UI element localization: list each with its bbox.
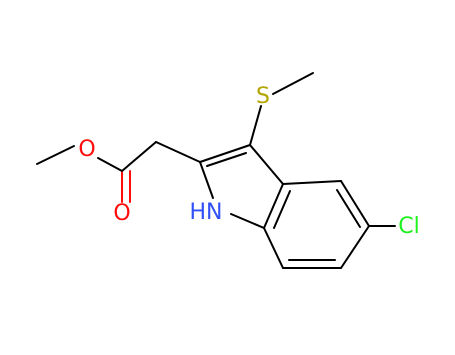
bond-n-c7a <box>230 213 265 229</box>
bond-c4-c5 <box>340 180 370 227</box>
bonds <box>36 72 396 269</box>
bond-c3-c2-double <box>206 152 247 167</box>
bond-s-methyl <box>272 72 314 95</box>
bond-ester-o-methyl <box>36 145 75 165</box>
bond-carbonyl-ester-o <box>97 157 123 172</box>
atom-label-carbonyl-oxygen: O <box>113 201 130 226</box>
bond-ch2-carbonyl <box>121 141 157 172</box>
atom-labels: S HN Cl O O <box>78 84 419 239</box>
bond-c3a-c7a-double <box>273 190 291 229</box>
atom-label-sulfur: S <box>256 84 270 109</box>
bond-c5-c6 <box>340 225 370 269</box>
bond-c2-ch2 <box>155 141 201 163</box>
atom-label-chlorine: Cl <box>398 214 419 239</box>
bond-c3a-c4 <box>282 180 342 185</box>
bond-c3a-c7a <box>263 183 284 229</box>
atom-label-nitrogen: HN <box>190 200 223 225</box>
bond-c3-s <box>249 105 262 146</box>
atom-label-ester-oxygen: O <box>78 137 95 162</box>
bond-c7-c7a <box>263 227 284 269</box>
bond-c3-c2 <box>199 144 251 163</box>
bond-c2-n <box>199 161 214 199</box>
bond-c3-c3a <box>249 144 284 185</box>
bond-c4-c5-double <box>336 189 361 228</box>
